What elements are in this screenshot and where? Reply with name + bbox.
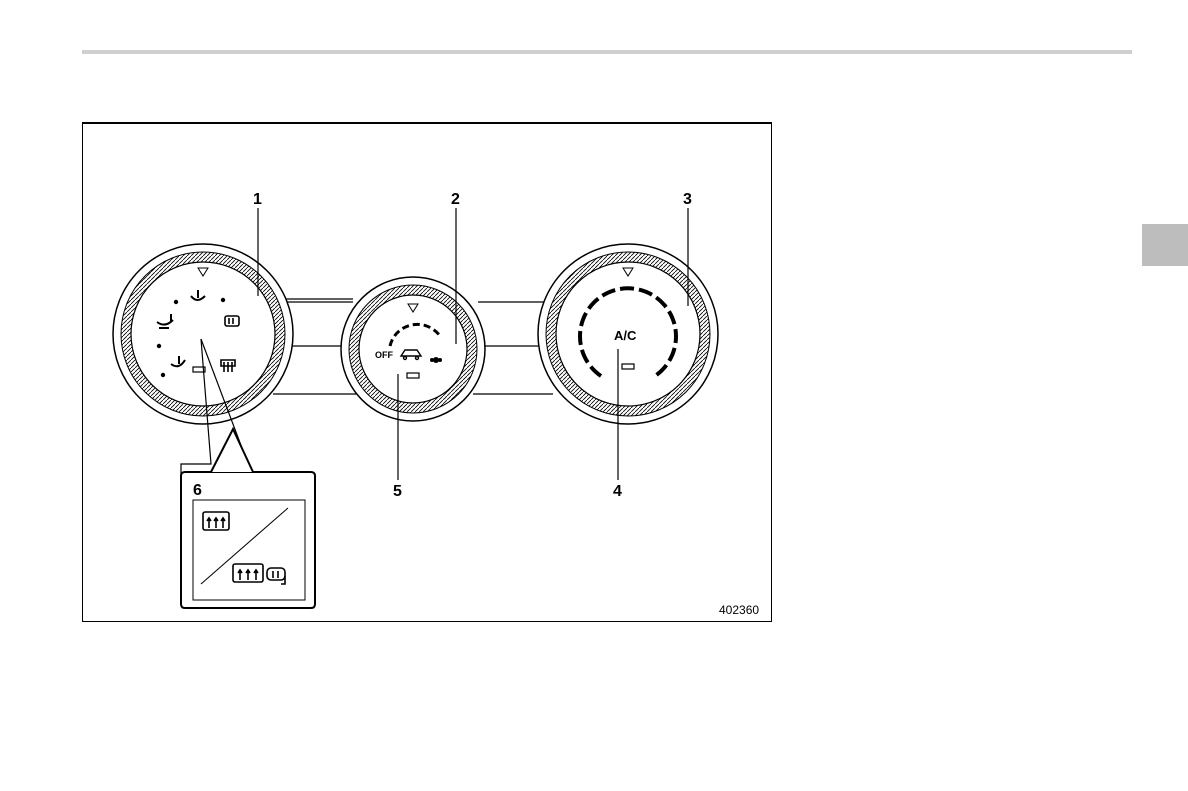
callout-2: 2 bbox=[451, 191, 460, 208]
indicator-slot bbox=[407, 373, 419, 378]
fan-speed-dial[interactable]: OFF bbox=[341, 277, 485, 421]
climate-control-diagram: OFF A/C 1 2 3 4 5 bbox=[83, 124, 773, 624]
chapter-tab bbox=[1142, 224, 1188, 266]
mode-selector-dial[interactable] bbox=[113, 244, 293, 424]
callout-4: 4 bbox=[613, 483, 622, 500]
ac-label: A/C bbox=[614, 328, 637, 343]
callout-5: 5 bbox=[393, 483, 402, 500]
callout-6: 6 bbox=[193, 482, 202, 499]
temperature-dial[interactable]: A/C bbox=[538, 244, 718, 424]
indicator-slot bbox=[622, 364, 634, 369]
callout-3: 3 bbox=[683, 191, 692, 208]
fan-off-label: OFF bbox=[375, 350, 393, 360]
figure-id: 402360 bbox=[719, 603, 759, 617]
callout-1: 1 bbox=[253, 191, 262, 208]
defrost-inset bbox=[181, 429, 315, 608]
climate-control-figure: OFF A/C 1 2 3 4 5 bbox=[82, 122, 772, 622]
header-rule bbox=[82, 50, 1132, 54]
